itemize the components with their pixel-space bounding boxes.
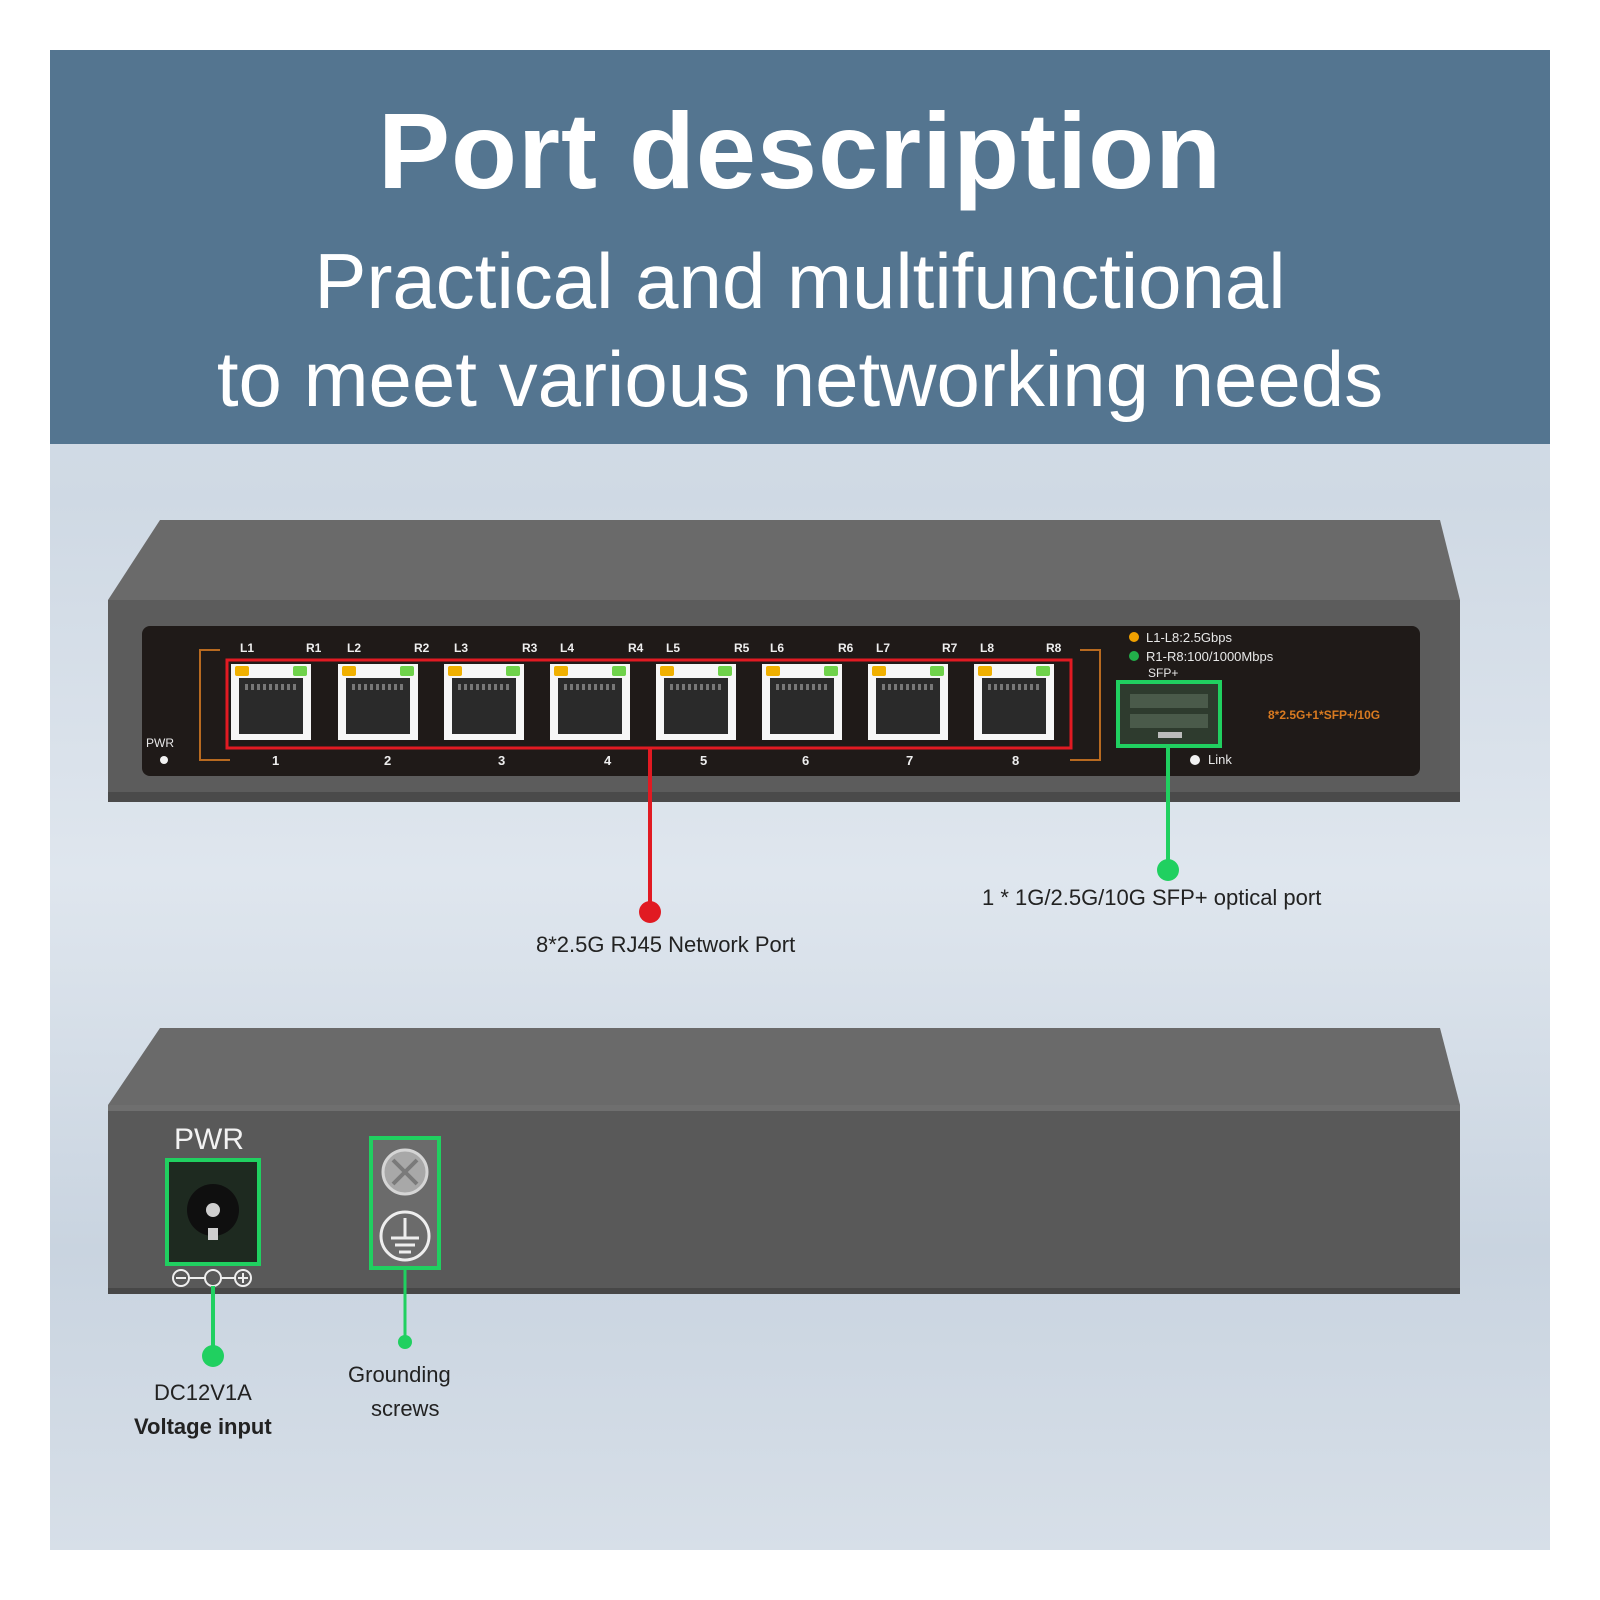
- port-number-4: 4: [604, 753, 612, 768]
- rj45-callout-label: 8*2.5G RJ45 Network Port: [536, 932, 796, 957]
- page-title: Port description: [377, 90, 1223, 211]
- model-text: 8*2.5G+1*SFP+/10G: [1268, 708, 1381, 722]
- port-number-3: 3: [498, 753, 506, 768]
- header-banner: Port description Practical and multifunc…: [50, 50, 1550, 444]
- led-label-l8: L8: [980, 641, 995, 655]
- rj45-port-8: [974, 664, 1054, 740]
- led-label-r2: R2: [414, 641, 430, 655]
- subtitle-line-2: to meet various networking needs: [216, 335, 1384, 423]
- led-label-r8: R8: [1046, 641, 1062, 655]
- led-label-l5: L5: [666, 641, 681, 655]
- sfp-label: SFP+: [1148, 666, 1179, 680]
- port-number-6: 6: [802, 753, 810, 768]
- ground-callout-line1: Grounding: [348, 1362, 451, 1387]
- legend-green: R1-R8:100/1000Mbps: [1146, 649, 1274, 664]
- port-number-5: 5: [700, 753, 708, 768]
- port-number-1: 1: [272, 753, 280, 768]
- led-label-l3: L3: [454, 641, 469, 655]
- led-label-r6: R6: [838, 641, 854, 655]
- ground-callout-line2: screws: [371, 1396, 440, 1421]
- device-illustration: [108, 520, 1460, 1367]
- led-label-l7: L7: [876, 641, 891, 655]
- link-label: Link: [1208, 752, 1232, 767]
- led-label-l1: L1: [240, 641, 255, 655]
- rj45-port-2: [338, 664, 418, 740]
- rj45-port-1: [231, 664, 311, 740]
- led-label-l4: L4: [560, 641, 575, 655]
- led-label-r5: R5: [734, 641, 750, 655]
- led-label-r7: R7: [942, 641, 958, 655]
- voltage-callout-line1: DC12V1A: [154, 1380, 252, 1405]
- rj45-port-4: [550, 664, 630, 740]
- port-number-7: 7: [906, 753, 914, 768]
- led-label-l2: L2: [347, 641, 362, 655]
- sfp-callout-label: 1 * 1G/2.5G/10G SFP+ optical port: [982, 885, 1322, 910]
- rj45-port-5: [656, 664, 736, 740]
- rj45-port-7: [868, 664, 948, 740]
- legend-orange: L1-L8:2.5Gbps: [1146, 630, 1233, 645]
- led-label-r1: R1: [306, 641, 322, 655]
- subtitle-line-1: Practical and multifunctional: [314, 237, 1286, 325]
- led-label-r4: R4: [628, 641, 644, 655]
- rj45-port-3: [444, 664, 524, 740]
- voltage-callout-line2: Voltage input: [134, 1414, 272, 1439]
- led-label-r3: R3: [522, 641, 538, 655]
- back-pwr-label: PWR: [174, 1123, 244, 1156]
- product-image: Port description Practical and multifunc…: [50, 50, 1550, 1550]
- port-number-8: 8: [1012, 753, 1020, 768]
- port-number-2: 2: [384, 753, 392, 768]
- front-pwr-label: PWR: [146, 736, 174, 750]
- rj45-port-6: [762, 664, 842, 740]
- led-label-l6: L6: [770, 641, 785, 655]
